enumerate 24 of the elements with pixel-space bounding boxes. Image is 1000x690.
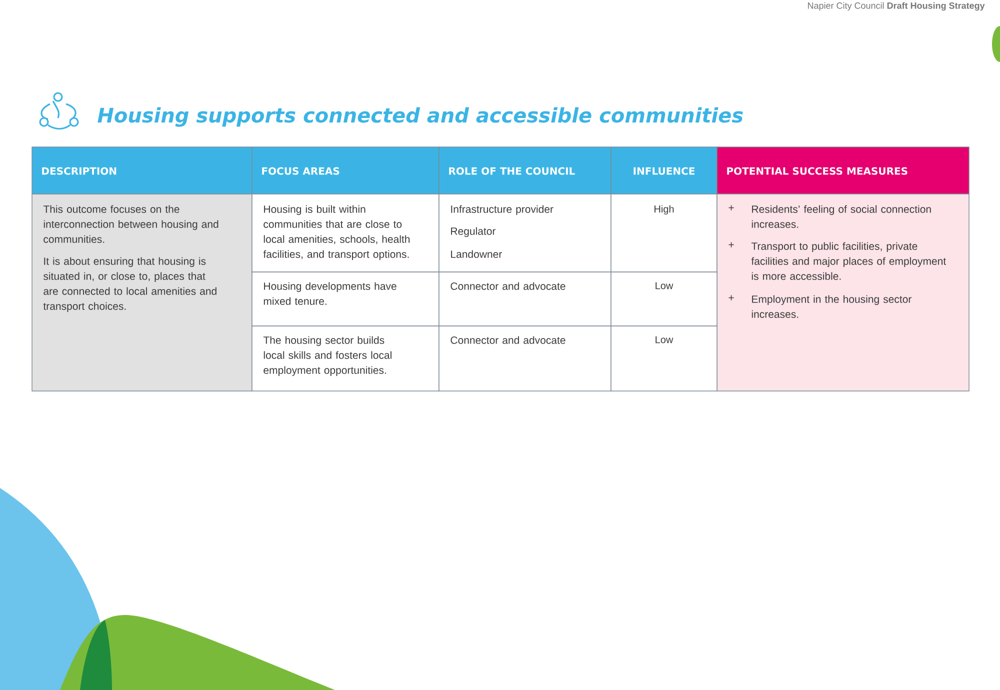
running-header: Napier City Council Draft Housing Strategy bbox=[808, 2, 985, 11]
label: + bbox=[728, 242, 734, 248]
header-cell: DESCRIPTION bbox=[32, 146, 252, 194]
label: Residents’ feeling of social connection increases. bbox=[752, 205, 931, 228]
table-cell: + Residents’ feeling of social connection increases. + Transport to public facilities, private facilities and major places of employment is more accessible. + Employment in the housing sector increases. bbox=[716, 194, 970, 392]
label: Transport to public facilities, private facilities and major places of employment is more accessible. bbox=[751, 242, 946, 280]
header-cell: FOCUS AREAS bbox=[252, 146, 440, 194]
header-cell: POTENTIAL SUCCESS MEASURES bbox=[716, 146, 970, 194]
table-cell: Housing is built within communities that are close to local amenities, schools, health facilities, and transport options. bbox=[252, 194, 440, 272]
table-cell: Low bbox=[610, 272, 718, 326]
table-cell: The housing sector builds local skills and fosters local employment opportunities. bbox=[252, 326, 440, 392]
label: + bbox=[728, 205, 734, 210]
header-cell: ROLE OF THE COUNCIL bbox=[438, 146, 612, 194]
table-cell: This outcome focuses on the interconnection between housing and communities. It is about ensuring that housing is situated in, or close to, places that are connected to local amenities and transport choices. bbox=[32, 194, 252, 392]
label: Employment in the housing sector increases. bbox=[752, 295, 912, 318]
table-cell: Low bbox=[610, 326, 718, 392]
header-cell: INFLUENCE bbox=[610, 146, 718, 194]
table-cell: Connector and advocate bbox=[438, 272, 612, 326]
table-cell: Housing developments have mixed tenure. bbox=[252, 272, 440, 326]
page-title: Housing supports connected and accessible communities bbox=[98, 107, 743, 127]
table-cell: Connector and advocate bbox=[438, 326, 612, 392]
table-cell: Infrastructure provider Regulator Landowner bbox=[438, 194, 612, 272]
table-cell: High bbox=[610, 194, 718, 272]
label: + bbox=[728, 295, 734, 300]
